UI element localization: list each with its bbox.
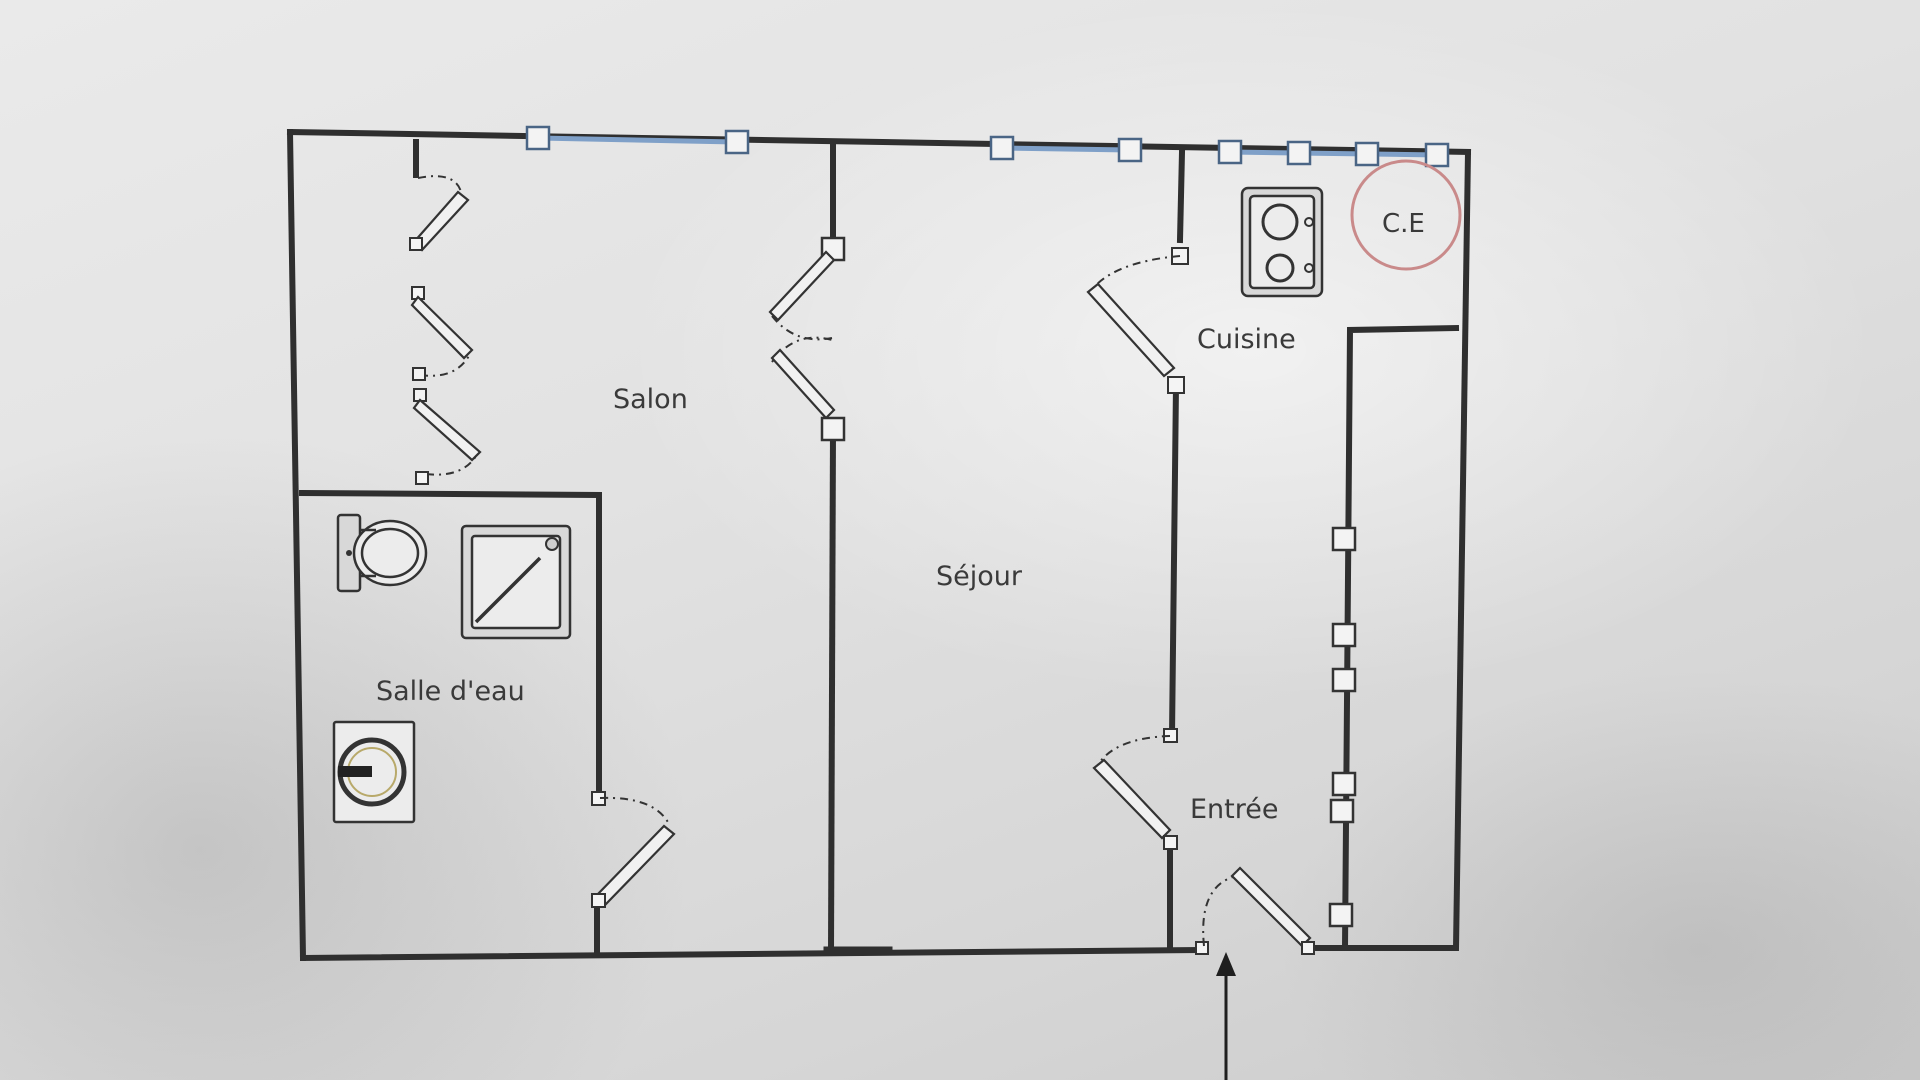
door-hinge-13: [591, 893, 606, 908]
sejour-cuisine-door: [1086, 247, 1189, 394]
window-cuisine-frame-2: [1286, 140, 1312, 166]
door-arc-4: [771, 315, 833, 341]
door-leaf-9: [594, 824, 676, 906]
room-label-ce: C.E: [1382, 209, 1425, 239]
sink-icon: [332, 720, 416, 824]
door-arc-6: [1089, 255, 1181, 293]
salon-sejour-doors: [768, 236, 846, 442]
door-hinge-10: [1195, 941, 1209, 955]
cooktop-icon: [1240, 186, 1324, 298]
closet-sliding-doors: [1328, 526, 1357, 928]
wall-closet: [1341, 324, 1460, 952]
door-hinge-11: [1301, 941, 1315, 955]
door-arc-8: [1202, 875, 1237, 947]
window-cuisine-frame-3: [1354, 141, 1380, 167]
window-sejour-glass: [1001, 145, 1131, 153]
closet-frame-6: [1328, 902, 1354, 928]
door-arc-1: [417, 175, 463, 197]
sejour-entree-door: [1092, 728, 1178, 850]
window-salon-glass: [537, 135, 737, 145]
door-hinge-1: [409, 237, 423, 251]
closet-frame-5: [1329, 798, 1355, 824]
door-hinge-7: [1167, 376, 1185, 394]
wall-left: [286, 128, 307, 962]
door-hinge-5: [415, 471, 429, 485]
wall-top: [286, 128, 1472, 156]
door-leaf-2: [410, 295, 474, 360]
entrance-door: [1195, 866, 1315, 955]
wall-salon-sejour: [827, 426, 837, 954]
door-leaf-3: [412, 398, 482, 462]
door-leaf-7: [1092, 758, 1172, 840]
door-leaf-5: [770, 348, 836, 420]
closet-frame-3: [1331, 667, 1357, 693]
door-arc-3: [425, 455, 477, 476]
door-leaf-4: [768, 250, 836, 322]
entrance-arrow-icon: [1216, 952, 1236, 1080]
ce-circle: [1350, 159, 1462, 271]
window-cuisine-frame-4: [1424, 142, 1450, 168]
door-hinge-3: [412, 367, 426, 381]
wall-cuisine-top: [1176, 148, 1186, 244]
salle-deau-door: [591, 791, 676, 908]
door-jamb-bottom: [820, 416, 846, 442]
wall-sejour-cuisine: [1168, 381, 1180, 739]
room-label-salle-deau: Salle d'eau: [376, 676, 525, 707]
closet-frame-4: [1331, 771, 1357, 797]
closet-frame-2: [1331, 622, 1357, 648]
door-leaf-6: [1086, 282, 1176, 378]
door-hinge-9: [1163, 835, 1178, 850]
toilet-icon: [336, 513, 428, 593]
door-arc-9: [599, 796, 671, 827]
closet-frame-1: [1331, 526, 1357, 552]
wall-bottom-left: [299, 946, 1202, 962]
window-sejour-frame-right: [1117, 137, 1143, 163]
room-label-cuisine: Cuisine: [1197, 324, 1296, 355]
room-label-salon: Salon: [613, 384, 688, 415]
salon-closet-doors: [409, 175, 482, 485]
window-salon-frame-right: [724, 129, 750, 155]
interior-walls: [298, 139, 1460, 954]
windows: [525, 125, 1450, 168]
window-cuisine-glass: [1229, 149, 1441, 158]
wall-right: [1452, 148, 1472, 952]
wall-salle-deau: [298, 489, 602, 801]
window-cuisine-frame-1: [1217, 139, 1243, 165]
shower-icon: [460, 524, 572, 640]
door-leaf-8: [1230, 866, 1312, 948]
window-sejour-frame-left: [989, 135, 1015, 161]
room-label-entree: Entrée: [1190, 794, 1279, 825]
outer-walls: [286, 128, 1472, 962]
room-label-sejour: Séjour: [936, 561, 1023, 592]
window-salon-frame-left: [525, 125, 551, 151]
